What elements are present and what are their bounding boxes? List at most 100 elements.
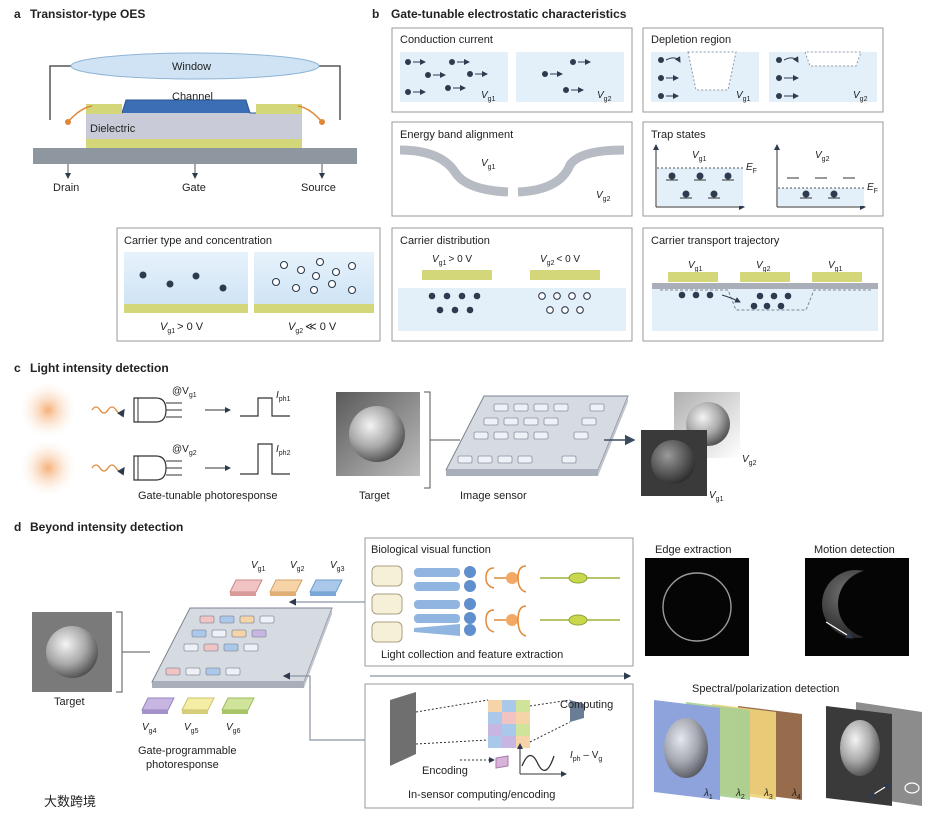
panel-d-title: Beyond intensity detection: [30, 520, 183, 534]
drain-label: Drain: [53, 182, 79, 194]
transport-path: [660, 289, 872, 311]
drain-contact: [86, 104, 122, 114]
electron: [166, 280, 174, 288]
panel-a: a Transistor-type OES Window Dielectric …: [14, 7, 357, 194]
light-wave-1: [91, 406, 125, 418]
target-bracket: [424, 391, 431, 489]
edge-circle: [662, 572, 732, 642]
image-sensor: [445, 395, 629, 476]
projection-lines: [415, 699, 489, 745]
pulse-1: [240, 397, 290, 417]
bias-vg2: @Vg2: [172, 444, 197, 457]
target-d-bracket: [116, 611, 123, 693]
lambda-2: λ2: [735, 788, 745, 801]
gate-label-g1: Vg1: [251, 560, 266, 573]
dielectric-label: Dielectric: [90, 123, 136, 135]
output-vg1-label: Vg1: [709, 490, 724, 503]
trap-carriers: [666, 172, 855, 199]
electron: [192, 272, 200, 280]
gate-label-g6: Vg6: [226, 722, 241, 735]
iph2-label: Iph2: [276, 444, 291, 457]
photoreceptor-cells: [371, 565, 403, 643]
hole: [347, 261, 357, 271]
conduction-title: Conduction current: [400, 34, 493, 46]
conduction-carriers-1: [405, 59, 488, 95]
energy-band-frame: [391, 121, 633, 217]
computing-to-sensor-arrow: [282, 672, 365, 741]
computing-label: Computing: [560, 699, 613, 711]
edge-title: Edge extraction: [655, 544, 731, 556]
polarization-stack: [826, 702, 922, 806]
transport-vg1-b: Vg1: [828, 260, 843, 273]
trap-vg2: Vg2: [815, 150, 830, 163]
lambda-1: λ1: [703, 788, 713, 801]
gate-label-g3: Vg3: [330, 560, 345, 573]
conduction-region-1: [400, 52, 508, 102]
bipolar-cells: [485, 565, 527, 637]
electron: [139, 271, 147, 279]
panel-d-letter: d: [14, 520, 21, 534]
panel-c-letter: c: [14, 361, 21, 375]
encoding-label: Encoding: [422, 765, 468, 777]
gate-label-g5: Vg5: [184, 722, 199, 735]
programmable-sensor: [151, 607, 333, 688]
depletion-title: Depletion region: [651, 34, 731, 46]
transport-carriers: [678, 291, 792, 310]
channel-label: Channel: [172, 91, 213, 103]
energy-band-title: Energy band alignment: [400, 129, 513, 141]
depletion-zone-1: [687, 51, 737, 91]
distribution-holes: [538, 292, 591, 314]
iph1-label: Iph1: [276, 390, 291, 403]
carrier-distribution-title: Carrier distribution: [400, 235, 490, 247]
window-label: Window: [172, 61, 211, 73]
band-curve-2: [517, 145, 625, 197]
gate-electrode: [86, 138, 302, 148]
trap-states-title: Trap states: [651, 129, 706, 141]
target-sphere: [349, 406, 405, 462]
programmable-label-1: Gate-programmable: [138, 745, 236, 757]
pulse-2: [240, 443, 290, 475]
trap-ef-1: EF: [746, 162, 757, 175]
spectral-stack: [654, 700, 802, 800]
dielectric-layer: [86, 113, 302, 139]
source-contact: [256, 104, 302, 114]
drain-dot: [65, 119, 71, 125]
computing-lines: [529, 699, 571, 743]
computing-unit: [570, 700, 584, 722]
light-source-1: [20, 382, 76, 438]
light-wave-2: [91, 464, 125, 476]
vg1-caption: Vg1> 0 V: [160, 321, 204, 335]
panel-d: d Beyond intensity detection Vg1 Vg2 Vg3…: [14, 520, 922, 809]
panel-b: b Gate-tunable electrostatic characteris…: [372, 7, 884, 342]
panel-b-letter: b: [372, 7, 379, 21]
transport-gate-2: [740, 272, 790, 282]
motion-arrow: [825, 621, 854, 639]
hole: [315, 257, 325, 267]
trap-vg1: Vg1: [692, 150, 707, 163]
conduction-region-2: [516, 52, 624, 102]
gate-chips-top: [229, 579, 343, 596]
distribution-vg2: Vg2< 0 V: [540, 254, 580, 267]
source-dot: [319, 119, 325, 125]
panel-b-title: Gate-tunable electrostatic characteristi…: [391, 7, 627, 21]
gate-label: Gate: [182, 182, 206, 194]
bio-caption: Light collection and feature extraction: [381, 649, 563, 661]
window-lens: [70, 52, 320, 80]
photodetector-1: [133, 397, 182, 423]
encoding-target: [390, 692, 416, 766]
lambda-4: λ4: [791, 788, 801, 801]
transport-gate-3: [812, 272, 862, 282]
depletion-vg1: Vg1: [736, 90, 751, 103]
target-d-sphere: [46, 626, 98, 678]
distribution-gate-2: [530, 270, 600, 280]
band-vg1: Vg1: [481, 158, 496, 171]
bio-title: Biological visual function: [371, 544, 491, 556]
motion-title: Motion detection: [814, 544, 895, 556]
conduction-carriers-2: [542, 59, 591, 93]
distribution-electrons: [428, 292, 481, 314]
motion-shadow: [838, 570, 906, 638]
hole: [309, 285, 319, 295]
bias-vg1: @Vg1: [172, 386, 197, 399]
panel-a-title: Transistor-type OES: [30, 7, 145, 21]
